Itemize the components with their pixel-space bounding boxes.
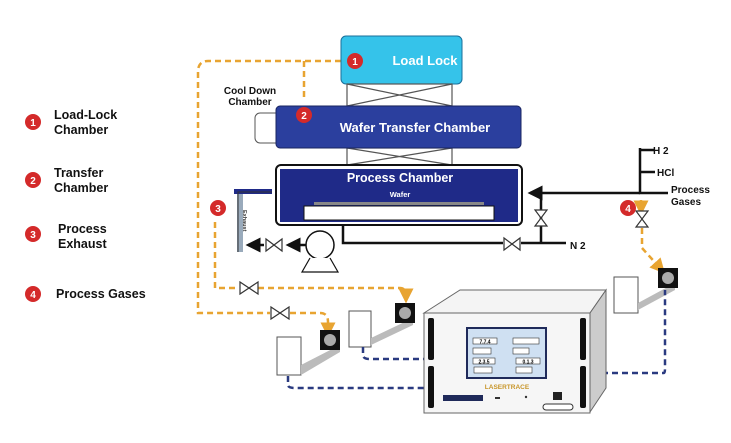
valve-icon xyxy=(239,280,259,296)
sensor-unit-3 xyxy=(613,268,678,314)
legend-label: Exhaust xyxy=(58,237,107,251)
disk-slot xyxy=(443,395,483,401)
legend-label: Load-Lock xyxy=(54,108,117,122)
svg-text:1: 1 xyxy=(352,57,358,68)
transfer-label: Wafer Transfer Chamber xyxy=(340,120,491,135)
svg-text:3: 3 xyxy=(215,204,221,215)
legend-badge-1: 1 xyxy=(25,114,41,130)
cool-down-label: Chamber xyxy=(228,97,271,108)
gas-manifold xyxy=(638,148,668,195)
signal-line xyxy=(286,376,424,390)
readout: 0.1.3 xyxy=(522,360,533,366)
legend: 1 Load-Lock Chamber 2 Transfer Chamber 3… xyxy=(25,108,146,302)
legend-badge-4: 4 xyxy=(25,286,41,302)
sample-line-4 xyxy=(213,222,406,296)
hcl-label: HCl xyxy=(657,168,674,179)
svg-text:4: 4 xyxy=(30,290,36,301)
wafer-transfer-chamber xyxy=(275,105,522,149)
process-label: Process Chamber xyxy=(347,171,453,185)
legend-badge-2: 2 xyxy=(25,172,41,188)
exhaust-label: Exhaust xyxy=(241,210,247,232)
lasertrace-analyzer: 7.7.4 2.3.5 0.1.3 LASERTRACE xyxy=(422,288,607,414)
legend-label: Process Gases xyxy=(56,287,146,301)
readout: 7.7.4 xyxy=(479,340,490,346)
readout: 2.3.5 xyxy=(478,360,489,366)
legend-label: Process xyxy=(58,222,107,236)
badge-2: 2 xyxy=(296,107,312,123)
legend-label: Chamber xyxy=(54,181,108,195)
badge-3: 3 xyxy=(210,200,226,216)
analyzer-brand: LASERTRACE xyxy=(485,384,530,391)
sensor-unit-1 xyxy=(276,330,340,376)
sample-line-3 xyxy=(290,311,336,338)
legend-badge-3: 3 xyxy=(25,226,41,242)
pipe xyxy=(521,193,566,245)
sample-line-1 xyxy=(196,59,341,315)
svg-text:3: 3 xyxy=(30,230,36,241)
legend-label: Chamber xyxy=(54,123,108,137)
wafer-label: Wafer xyxy=(390,190,411,199)
wafer-susceptor xyxy=(303,205,495,221)
svg-text:2: 2 xyxy=(30,176,36,187)
cool-down-label: Cool Down xyxy=(224,86,276,97)
n2-label: N 2 xyxy=(570,241,586,252)
signal-line xyxy=(361,347,424,361)
usb-port xyxy=(553,392,562,400)
pump-icon xyxy=(305,230,335,260)
load-lock-label: Load Lock xyxy=(392,53,458,68)
legend-label: Transfer xyxy=(54,166,103,180)
process-gases-label: Process xyxy=(671,185,710,196)
svg-text:4: 4 xyxy=(625,204,631,215)
svg-text:1: 1 xyxy=(30,118,36,129)
sample-line-5 xyxy=(640,228,666,274)
badge-4: 4 xyxy=(620,200,636,216)
sensor-unit-2 xyxy=(348,303,415,348)
signal-line xyxy=(602,290,667,375)
valve-icon xyxy=(270,305,290,321)
valve-icon xyxy=(265,209,650,253)
pipe xyxy=(341,225,503,245)
h2-label: H 2 xyxy=(653,146,669,157)
process-gases-label: Gases xyxy=(671,197,701,208)
svg-text:2: 2 xyxy=(301,111,307,122)
power-switch xyxy=(542,403,574,411)
badge-1: 1 xyxy=(347,53,363,69)
